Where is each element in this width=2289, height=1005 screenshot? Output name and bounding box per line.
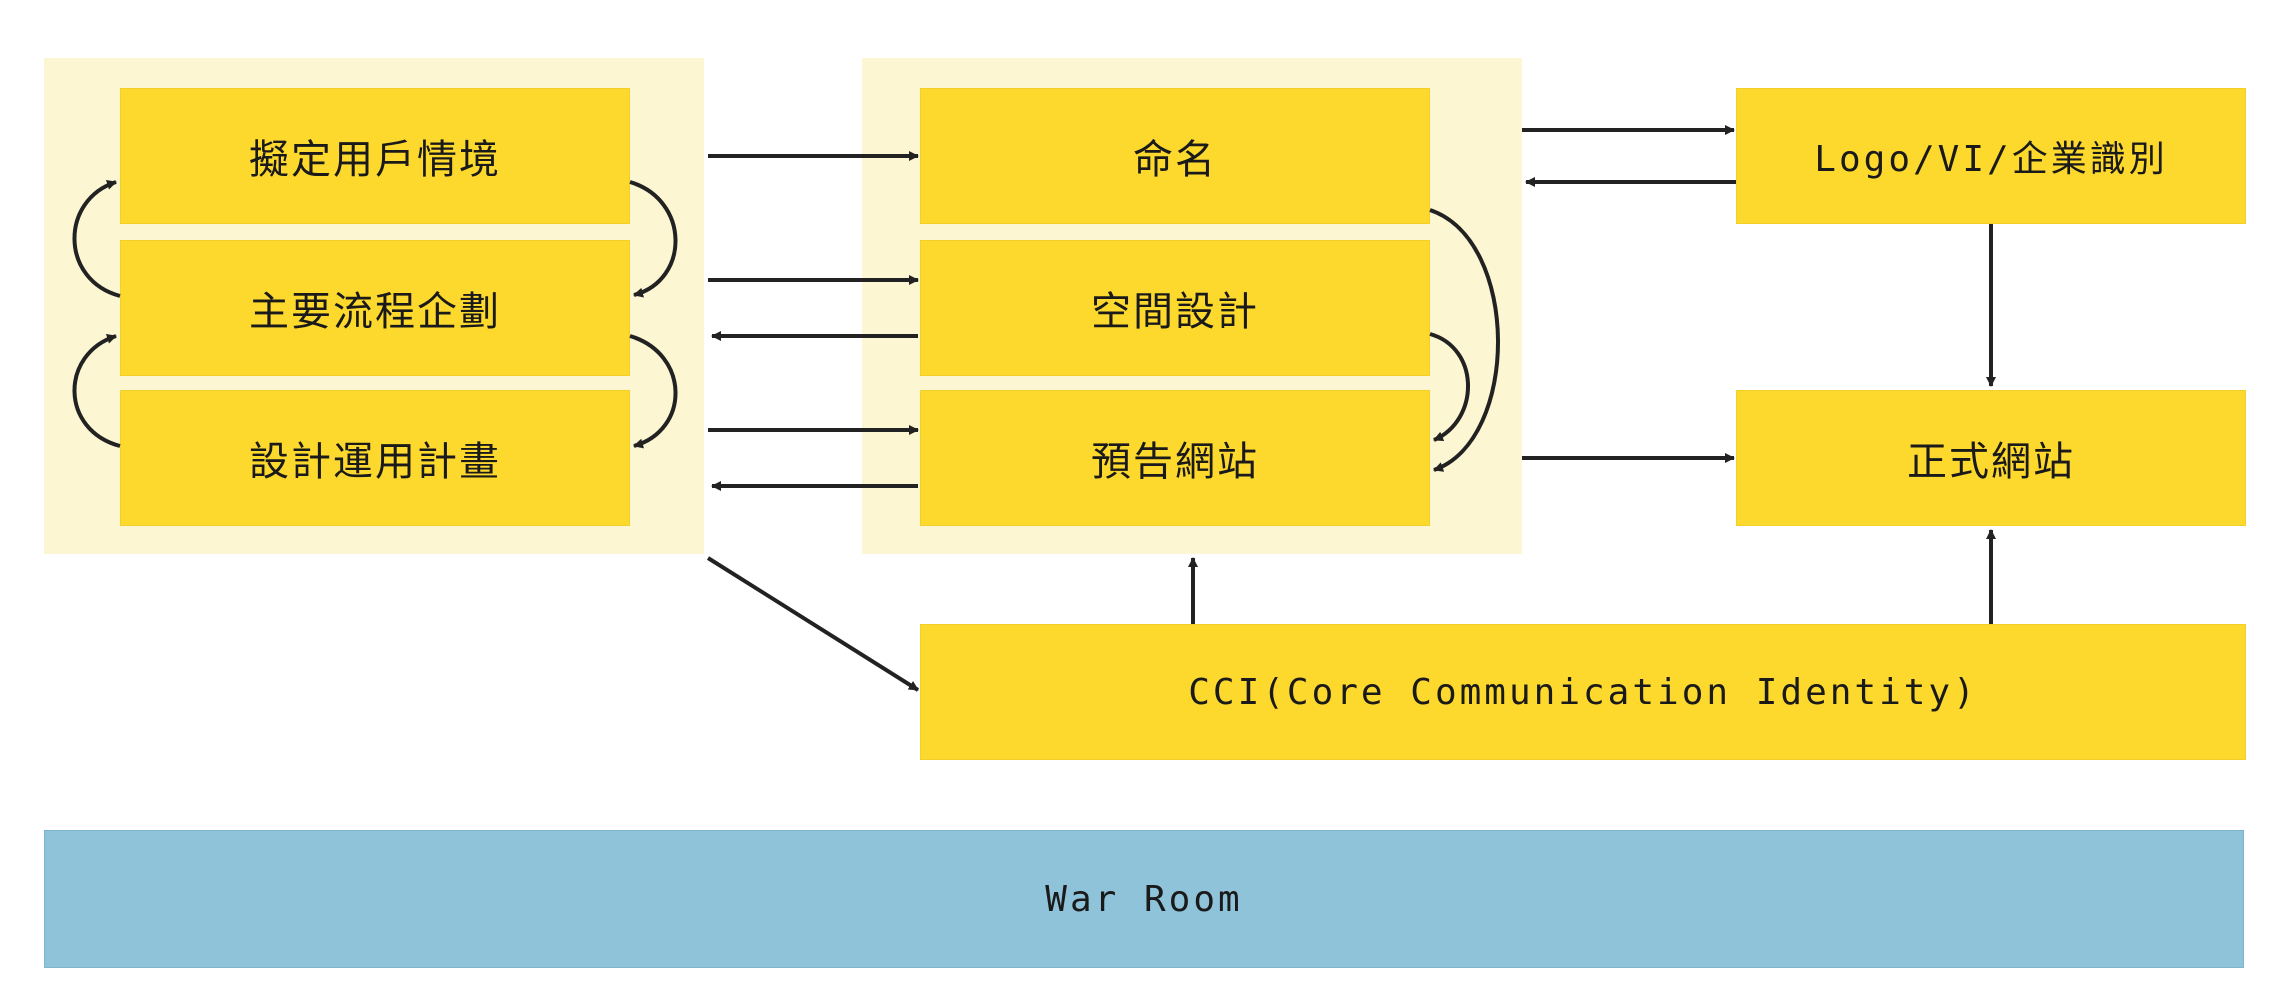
naming-label: 命名 [1133,137,1217,183]
official-site-label: 正式網站 [1907,439,2075,485]
main-flow-box: 主要流程企劃 [120,240,630,376]
preview-site-label: 預告網站 [1091,439,1259,485]
logo-vi-label: Logo/VI/企業識別 [1814,139,2168,180]
arrow-user-to-main [629,180,678,298]
arrow-main-to-design [629,334,678,449]
user-scenario-label: 擬定用戶情境 [249,137,501,183]
war-room-label: War Room [1045,878,1243,920]
arrow-main-to-user [72,180,121,298]
arrow-design-to-main [72,334,121,448]
cci-label: CCI(Core Communication Identity) [1188,671,1978,713]
user-scenario-box: 擬定用戶情境 [120,88,630,224]
design-plan-box: 設計運用計畫 [120,390,630,526]
cci-box: CCI(Core Communication Identity) [920,624,2246,760]
space-design-label: 空間設計 [1091,289,1259,335]
arrow-naming-to-preview [1429,208,1500,472]
official-site-box: 正式網站 [1736,390,2246,526]
logo-vi-box: Logo/VI/企業識別 [1736,88,2246,224]
naming-box: 命名 [920,88,1430,224]
arrow-space-to-preview [1429,332,1470,442]
war-room-bar: War Room [44,830,2244,968]
arrow-left-to-cci [706,556,920,692]
design-plan-label: 設計運用計畫 [249,439,501,485]
space-design-box: 空間設計 [920,240,1430,376]
main-flow-label: 主要流程企劃 [249,289,501,335]
preview-site-box: 預告網站 [920,390,1430,526]
